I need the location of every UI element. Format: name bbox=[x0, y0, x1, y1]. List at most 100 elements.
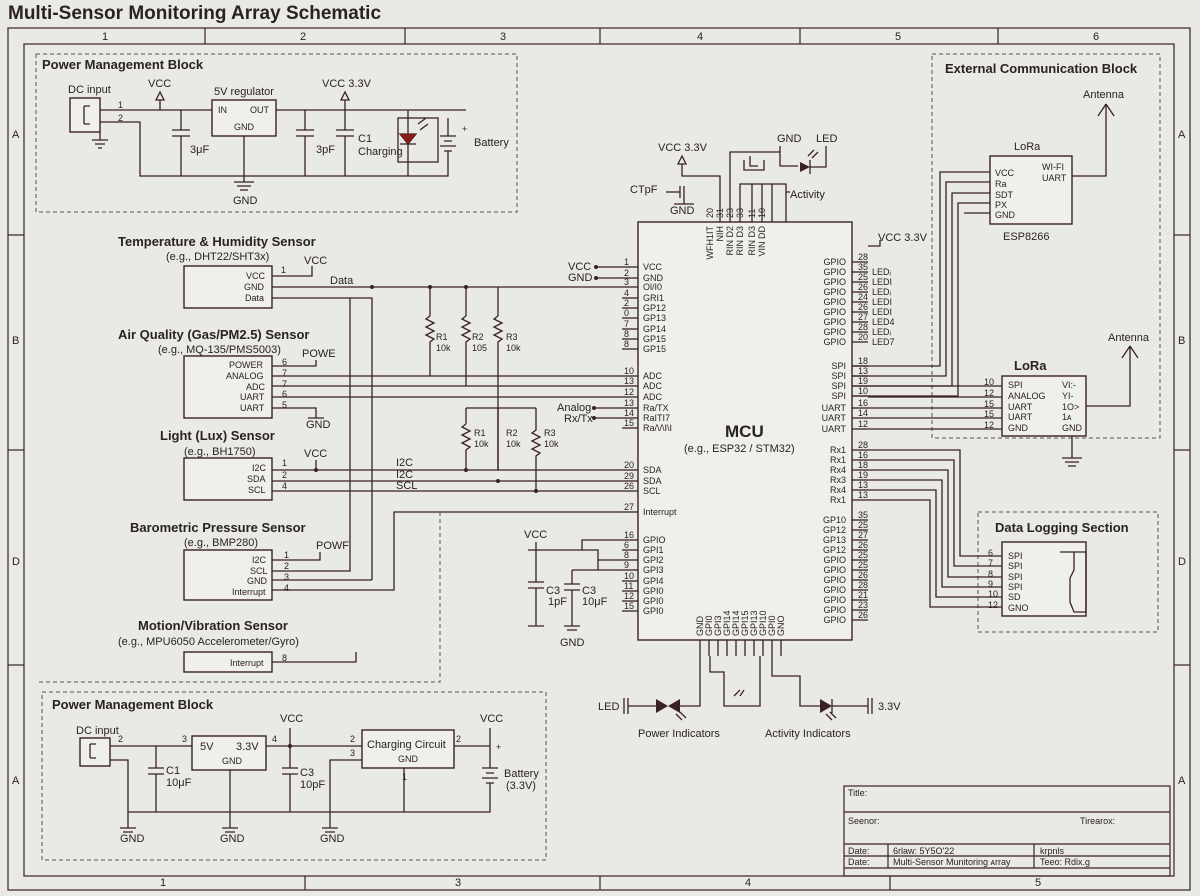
svg-text:1: 1 bbox=[118, 100, 123, 110]
title-block-tirearox: Tirearox: bbox=[1080, 816, 1115, 826]
mcu-left-pin-15: SDA bbox=[643, 465, 662, 475]
mcu-name: MCU bbox=[725, 422, 764, 441]
svg-text:SCL: SCL bbox=[396, 480, 417, 492]
mcu-cap-vcc: VCC bbox=[524, 529, 547, 541]
grid-top-1: 1 bbox=[102, 31, 108, 43]
svg-text:8: 8 bbox=[282, 653, 287, 663]
mcu-right-pin-num-25: 26 bbox=[858, 540, 868, 550]
mcu-cap-gnd: GND bbox=[560, 637, 585, 649]
mcu-left-pin-num-14: 15 bbox=[624, 418, 634, 428]
light-sensor-title: Light (Lux) Sensor bbox=[160, 428, 275, 443]
mcu-left-pin-num-4: 2 bbox=[624, 298, 629, 308]
svg-text:GND: GND bbox=[398, 754, 419, 764]
mcu-left-pin-26: GPI0 bbox=[643, 606, 664, 616]
indicator-led: LED bbox=[598, 701, 619, 713]
svg-text:SPI: SPI bbox=[1008, 561, 1023, 571]
svg-text:UART: UART bbox=[1042, 173, 1067, 183]
svg-text:3: 3 bbox=[182, 734, 187, 744]
mcu-right-pin-num-14: 14 bbox=[858, 408, 868, 418]
svg-text:+: + bbox=[496, 742, 501, 752]
svg-text:IN: IN bbox=[218, 105, 227, 115]
mcu-top-gnd: GND bbox=[777, 133, 802, 145]
svg-text:GNO: GNO bbox=[1008, 603, 1029, 613]
mcu-left-pin-num-5: 0 bbox=[624, 308, 629, 318]
light-sensor: Light (Lux) Sensor (e.g., BH1750) I2C SD… bbox=[160, 428, 622, 501]
svg-text:SDA: SDA bbox=[247, 474, 266, 484]
svg-text:UART: UART bbox=[1008, 412, 1033, 422]
svg-text:1: 1 bbox=[282, 458, 287, 468]
mcu-left-pin-24: GPI0 bbox=[643, 586, 664, 596]
mcu-right-pin-num-32: 26 bbox=[858, 610, 868, 620]
esp8266-module bbox=[989, 155, 1073, 225]
c3b-value: 10μF bbox=[582, 596, 608, 608]
indicators: LED Power Indicators 3.3V Activity Indic… bbox=[598, 656, 901, 740]
c3a-value: 1pF bbox=[548, 596, 567, 608]
svg-text:5V: 5V bbox=[200, 741, 214, 753]
mcu-bottom-pin-1: GPI0 bbox=[704, 615, 714, 636]
charging-label: Charging bbox=[358, 146, 403, 158]
mcu-right-pin-num-11: 19 bbox=[858, 376, 868, 386]
grid-top-3: 3 bbox=[500, 31, 506, 43]
mcu-right-pin-19: Rx3 bbox=[830, 475, 846, 485]
c3b-label: C3 bbox=[582, 585, 596, 597]
mcu-right-pin-9: SPI bbox=[831, 361, 846, 371]
mcu-left-pin-num-23: 10 bbox=[624, 571, 634, 581]
mcu-right-pin-num-27: 25 bbox=[858, 560, 868, 570]
power-block-top-title: Power Management Block bbox=[42, 57, 204, 72]
svg-text:GND: GND bbox=[234, 122, 255, 132]
power-indicators-label: Power Indicators bbox=[638, 728, 720, 740]
mcu-left-analog: Analog bbox=[557, 402, 591, 414]
mcu-right-pin-24: GP13 bbox=[823, 535, 846, 545]
mcu-top-pin-4: RIN D3 bbox=[747, 226, 757, 256]
mcu-left-pin-3: GRI1 bbox=[643, 293, 664, 303]
mcu-right-pin-12: SPI bbox=[831, 391, 846, 401]
svg-text:Data: Data bbox=[245, 293, 264, 303]
temp-data-wire: Data bbox=[330, 275, 354, 287]
grid-bottom: 1 3 4 5 bbox=[160, 876, 1041, 890]
svg-text:UART: UART bbox=[1008, 402, 1033, 412]
svg-text:GND: GND bbox=[247, 576, 268, 586]
grid-bottom-3: 3 bbox=[455, 877, 461, 889]
mcu-left-pin-num-18: 27 bbox=[624, 502, 634, 512]
mcu-right-pin-31: GPIO bbox=[823, 605, 846, 615]
svg-text:SPI: SPI bbox=[1008, 582, 1023, 592]
motion-sensor-title: Motion/Vibration Sensor bbox=[138, 618, 288, 633]
svg-text:10k: 10k bbox=[506, 439, 521, 449]
svg-text:10k: 10k bbox=[436, 343, 451, 353]
mcu-right-pin-num-9: 18 bbox=[858, 356, 868, 366]
svg-text:6: 6 bbox=[282, 357, 287, 367]
title-block-date-value: 6rlaw: 5Y5O'22 bbox=[893, 846, 954, 856]
power-block-bottom-title: Power Management Block bbox=[52, 697, 214, 712]
mcu-right-pin-4: GPIO bbox=[823, 297, 846, 307]
mcu-left-pin-20: GPI1 bbox=[643, 545, 664, 555]
grid-right-a2: A bbox=[1178, 775, 1186, 787]
mcu-left-pin-25: GPI0 bbox=[643, 596, 664, 606]
mcu-top-pin-5: VIN DD bbox=[757, 226, 767, 257]
svg-text:12: 12 bbox=[984, 388, 994, 398]
svg-text:ANALOG: ANALOG bbox=[226, 371, 264, 381]
svg-text:ADC: ADC bbox=[246, 382, 266, 392]
mcu-right-pin-2: GPIO bbox=[823, 277, 846, 287]
svg-text:8: 8 bbox=[988, 569, 993, 579]
mcu-right-pin-20: Rx4 bbox=[830, 485, 846, 495]
power-block-bottom: Power Management Block DC input 2 C1 10μ… bbox=[41, 691, 547, 861]
svg-text:1: 1 bbox=[284, 550, 289, 560]
svg-text:SPI: SPI bbox=[1008, 551, 1023, 561]
title-block: Title: Seenor: Tirearox: Date: 6rlaw: 5Y… bbox=[843, 785, 1171, 877]
mcu-left-pin-num-9: 10 bbox=[624, 366, 634, 376]
mcu-left-pin-num-6: 7 bbox=[624, 319, 629, 329]
mcu-left-gnd: GND bbox=[568, 272, 593, 284]
svg-text:Interrupt: Interrupt bbox=[232, 587, 266, 597]
mcu-left-pin-num-24: 11 bbox=[624, 581, 633, 591]
mcu-left-pin-6: GP14 bbox=[643, 324, 666, 334]
svg-text:GND: GND bbox=[222, 756, 243, 766]
svg-text:3: 3 bbox=[350, 748, 355, 758]
mcu-left-pin-9: ADC bbox=[643, 371, 663, 381]
svg-text:PX: PX bbox=[995, 200, 1007, 210]
svg-text:9: 9 bbox=[988, 579, 993, 589]
r1b: R1 bbox=[474, 428, 486, 438]
mcu-right-pin-22: GP10 bbox=[823, 515, 846, 525]
